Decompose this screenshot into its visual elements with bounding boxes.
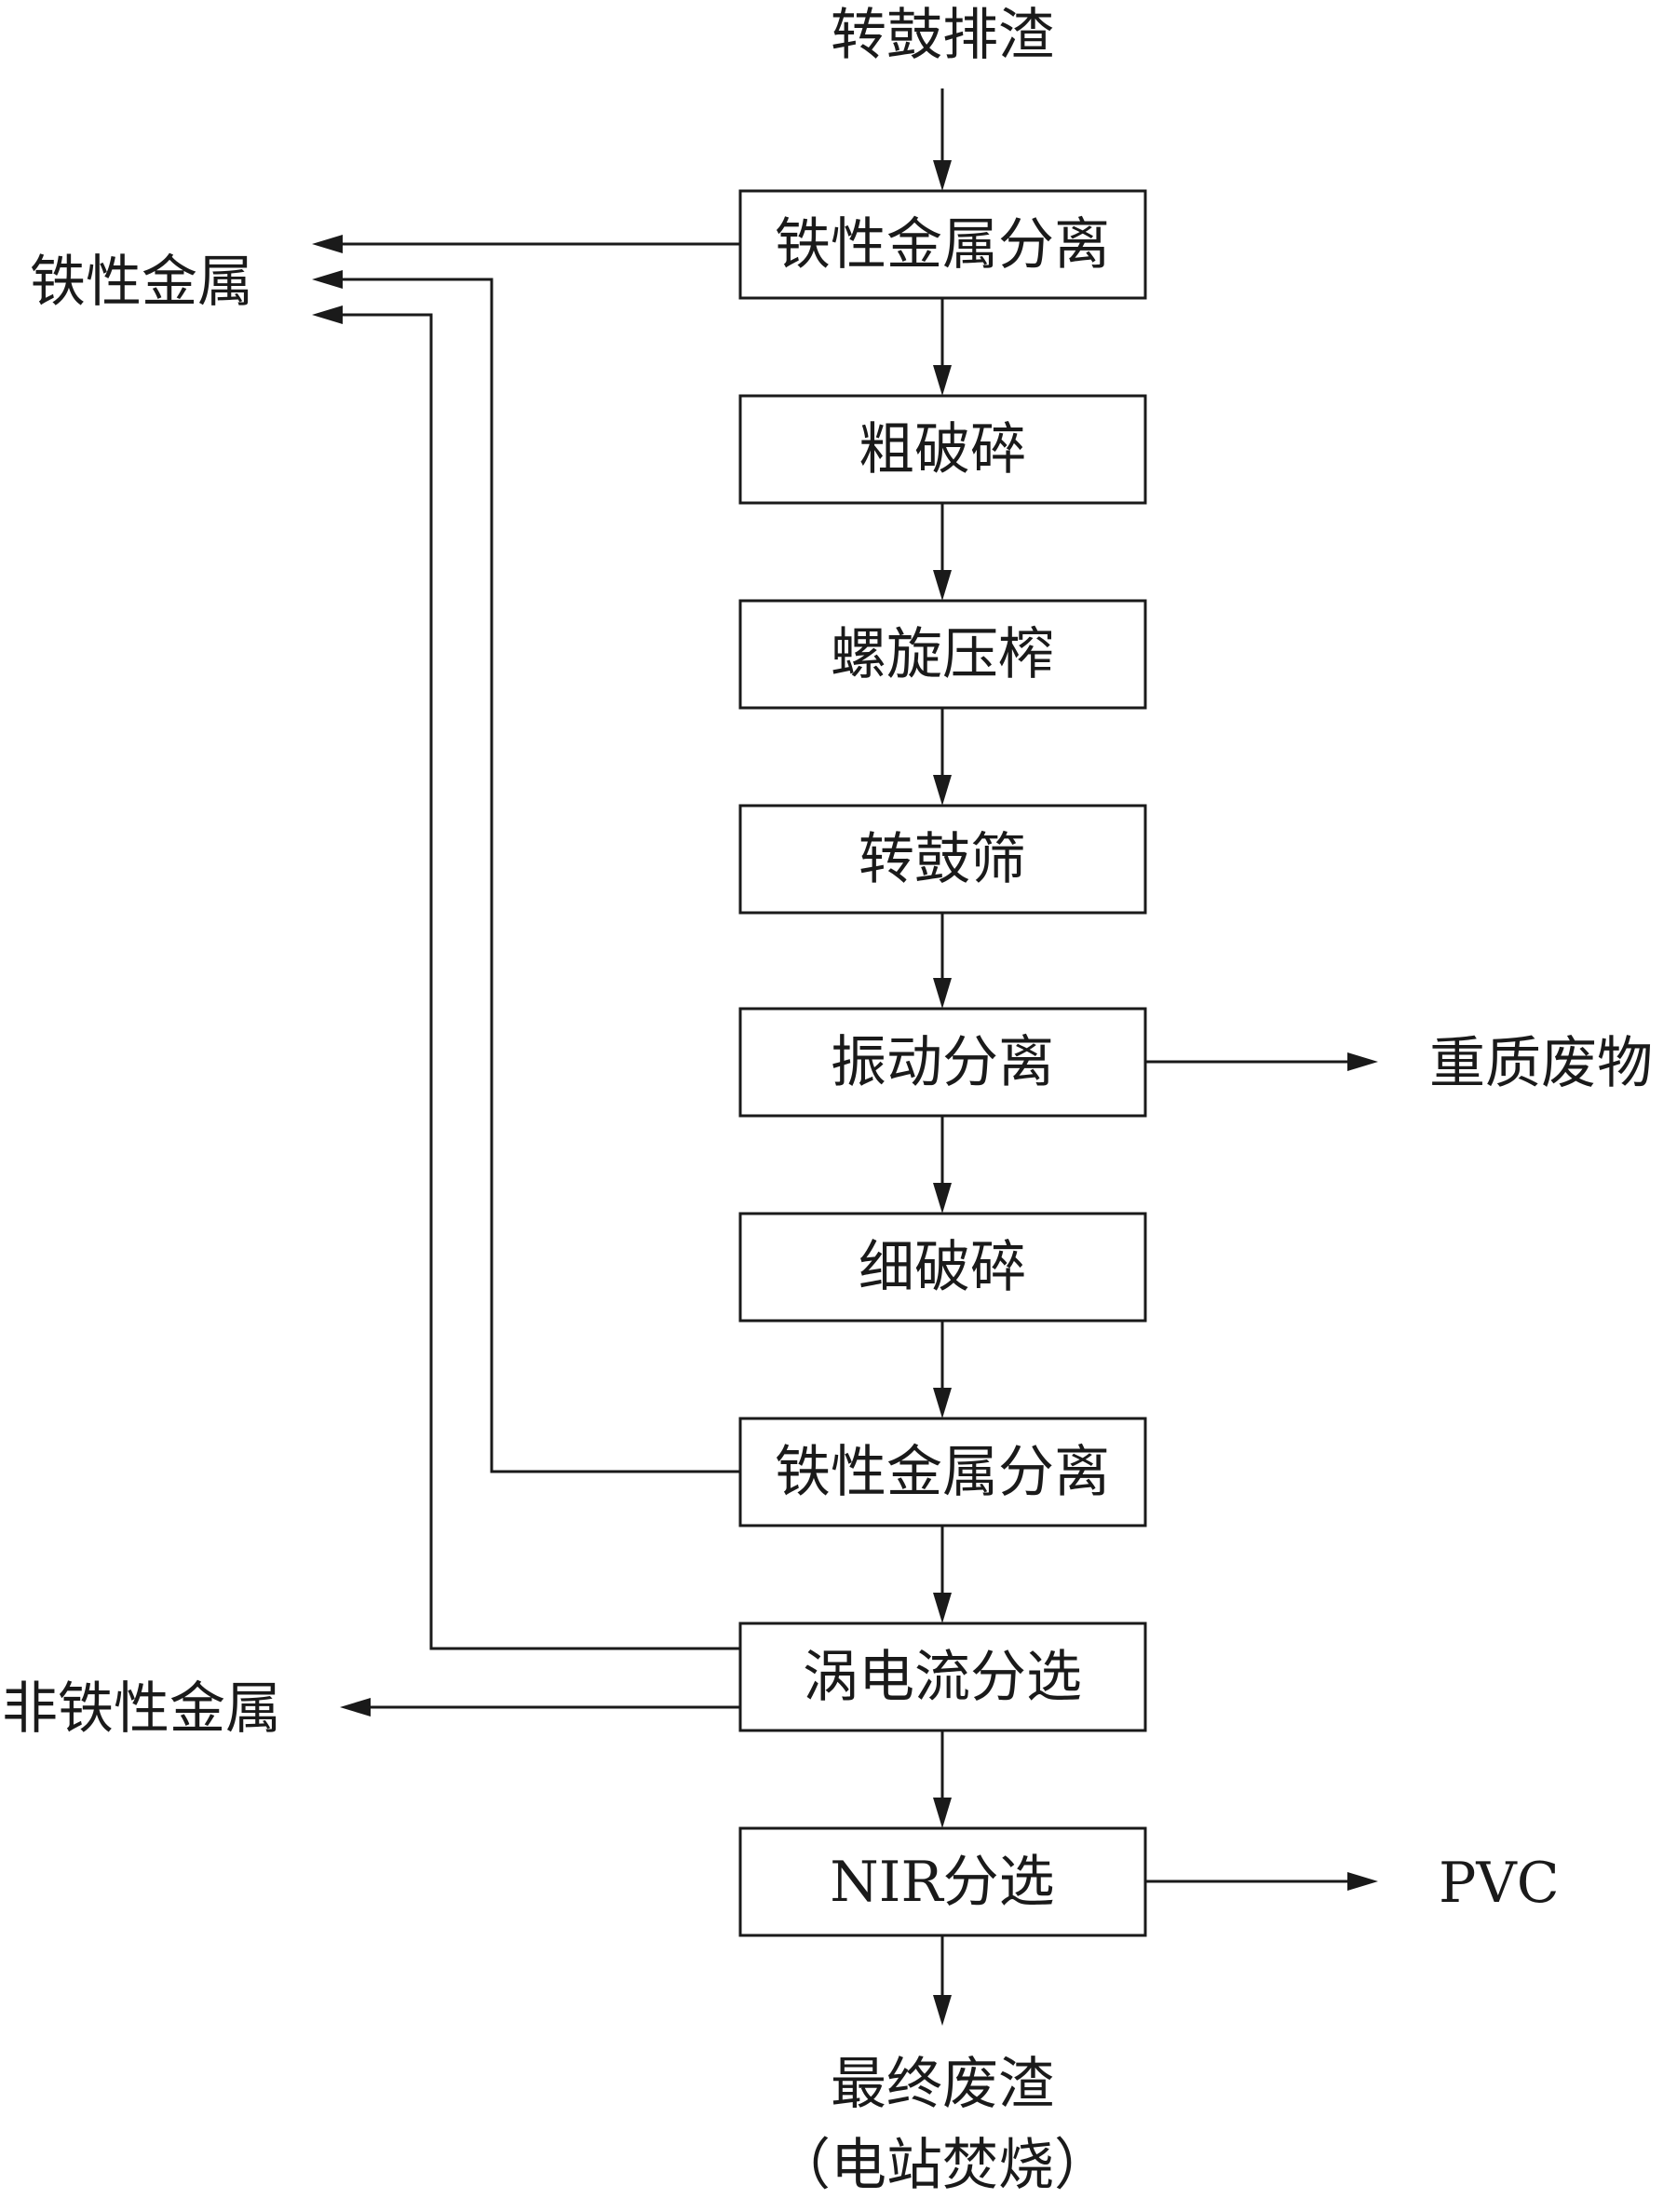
step-label-coarse-crushing: 粗破碎 — [859, 417, 1026, 482]
arrowhead — [933, 1798, 952, 1828]
arrowhead — [1347, 1872, 1378, 1891]
output-final-residue: 最终废渣 — [831, 2052, 1054, 2117]
ferrous-line-2 — [335, 278, 740, 1473]
arrowhead — [933, 1388, 952, 1418]
output-pvc: PVC — [1439, 1851, 1560, 1916]
arrowhead — [933, 1593, 952, 1623]
output-non-ferrous-metal: 非铁性金属 — [2, 1676, 281, 1742]
arrowhead — [312, 305, 343, 324]
output-ferrous-metal: 铁性金属 — [30, 250, 253, 315]
input-label: 转鼓排渣 — [831, 3, 1054, 68]
step-label-vibration-separation: 振动分离 — [831, 1030, 1054, 1095]
arrowhead — [933, 1995, 952, 2026]
arrowhead — [933, 978, 952, 1009]
step-label-fine-crushing: 细破碎 — [859, 1235, 1026, 1300]
output-final-residue-note: （电站焚烧） — [775, 2133, 1110, 2198]
arrowhead — [933, 365, 952, 396]
arrowhead — [933, 1183, 952, 1214]
step-label-ferrous-separation-1: 铁性金属分离 — [775, 212, 1110, 278]
step-label-eddy-current-separation: 涡电流分选 — [803, 1645, 1082, 1710]
arrowhead — [933, 570, 952, 601]
arrowhead — [933, 160, 952, 191]
arrowhead — [340, 1698, 371, 1717]
arrowhead — [1347, 1052, 1378, 1071]
step-label-trommel-screen: 转鼓筛 — [859, 827, 1026, 892]
step-label-screw-press: 螺旋压榨 — [831, 622, 1054, 687]
arrowhead — [312, 235, 343, 253]
step-label-nir-separation: NIR分选 — [830, 1850, 1055, 1915]
step-label-ferrous-separation-2: 铁性金属分离 — [775, 1440, 1110, 1505]
arrowhead — [933, 775, 952, 806]
ferrous-line-3 — [335, 313, 740, 1650]
arrowhead — [312, 270, 343, 289]
output-heavy-waste: 重质废物 — [1429, 1031, 1653, 1096]
